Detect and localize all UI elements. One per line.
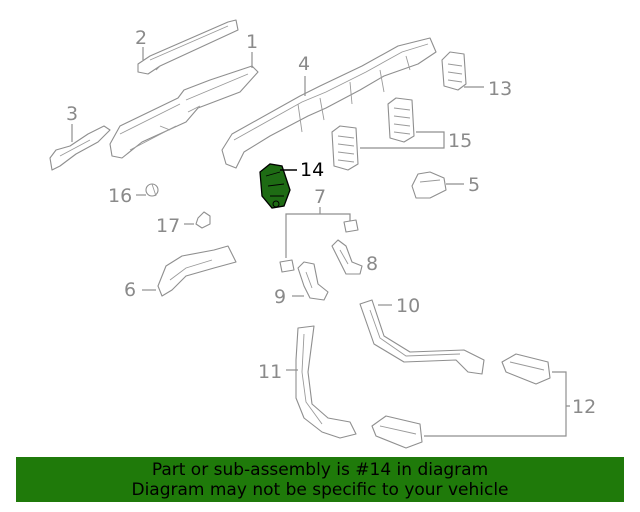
label-1: 1 xyxy=(246,31,258,53)
parts-diagram: 2 1 3 4 13 15 14 xyxy=(49,19,596,449)
part-9-duct xyxy=(297,261,329,301)
part-5-bracket xyxy=(411,171,447,199)
part-4-duct xyxy=(221,37,437,169)
part-2-bracket xyxy=(137,19,239,75)
label-14: 14 xyxy=(300,159,324,181)
label-11: 11 xyxy=(258,361,282,383)
banner-line-2: Diagram may not be specific to your vehi… xyxy=(131,480,509,500)
label-4: 4 xyxy=(298,53,310,75)
part-13-vent xyxy=(441,51,467,91)
part-15-vents xyxy=(331,97,415,171)
label-15: 15 xyxy=(448,130,472,152)
part-16-clip xyxy=(145,183,159,197)
label-10: 10 xyxy=(396,295,420,317)
label-8: 8 xyxy=(366,253,378,275)
part-10-duct xyxy=(359,299,485,375)
part-8-duct xyxy=(331,239,363,275)
label-16: 16 xyxy=(108,185,132,207)
leader-12 xyxy=(424,371,570,437)
label-2: 2 xyxy=(135,27,147,49)
part-12-pieces xyxy=(371,353,551,449)
part-3-bracket xyxy=(49,125,111,171)
leader-15 xyxy=(360,131,445,149)
label-3: 3 xyxy=(66,103,78,125)
label-12: 12 xyxy=(572,396,596,418)
part-14-highlighted xyxy=(259,163,291,209)
label-6: 6 xyxy=(124,279,136,301)
part-7-clips xyxy=(279,219,359,273)
part-17-nut xyxy=(195,211,211,229)
part-11-duct xyxy=(295,325,357,439)
label-9: 9 xyxy=(274,286,286,308)
leader-7 xyxy=(285,207,351,258)
info-banner: Part or sub-assembly is #14 in diagram D… xyxy=(16,457,624,502)
label-17: 17 xyxy=(156,215,180,237)
part-1-frame xyxy=(109,65,259,159)
label-5: 5 xyxy=(468,174,480,196)
banner-line-1: Part or sub-assembly is #14 in diagram xyxy=(151,460,489,480)
label-7: 7 xyxy=(314,186,326,208)
label-13: 13 xyxy=(488,78,512,100)
part-6-bracket xyxy=(157,245,237,297)
